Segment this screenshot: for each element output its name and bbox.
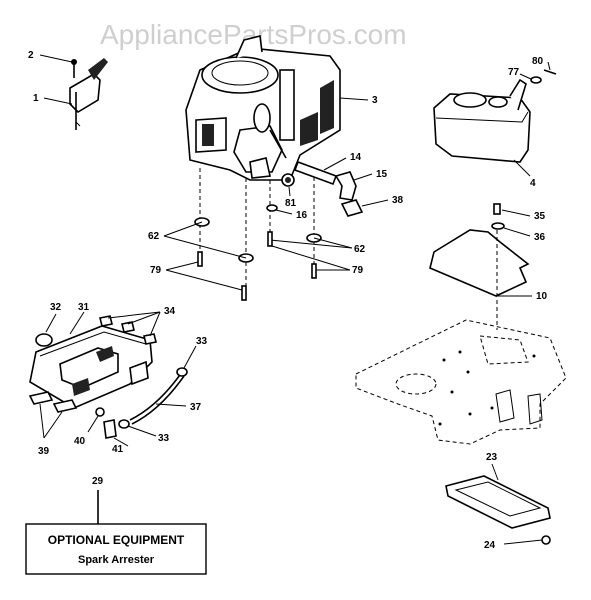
svg-text:79: 79 xyxy=(150,265,162,276)
screw-24: 24 xyxy=(484,535,551,551)
svg-text:79: 79 xyxy=(352,265,364,276)
fitting-40: 40 xyxy=(74,407,105,447)
cover-plate-23: 23 xyxy=(445,452,551,529)
callout-2: 2 xyxy=(28,50,73,63)
engine-assembly xyxy=(185,35,341,181)
callout-32: 32 xyxy=(45,302,62,333)
heat-shield-10: 10 xyxy=(429,229,548,302)
svg-text:14: 14 xyxy=(350,152,362,163)
clamp-38: 38 xyxy=(340,195,404,217)
callout-29: 29 xyxy=(92,476,104,524)
optional-equipment-box: OPTIONAL EQUIPMENT Spark Arrester xyxy=(25,523,207,575)
svg-text:33: 33 xyxy=(196,336,208,347)
svg-text:24: 24 xyxy=(484,540,496,551)
optional-equipment-subtitle: Spark Arrester xyxy=(78,554,155,566)
svg-text:41: 41 xyxy=(112,444,124,455)
svg-text:39: 39 xyxy=(38,446,50,457)
svg-text:15: 15 xyxy=(376,169,388,180)
throttle-control-assembly xyxy=(69,58,108,130)
svg-text:32: 32 xyxy=(50,302,62,313)
svg-text:37: 37 xyxy=(190,402,202,413)
muffler-4: 4 xyxy=(433,78,536,189)
svg-text:38: 38 xyxy=(392,195,404,206)
svg-text:10: 10 xyxy=(536,291,548,302)
elbow-15: 15 xyxy=(334,169,388,201)
chassis-plate xyxy=(355,319,567,445)
pads-39: 39 xyxy=(28,391,78,457)
bolts-79: 79 79 xyxy=(150,231,364,301)
svg-text:80: 80 xyxy=(532,56,544,67)
svg-text:36: 36 xyxy=(534,232,546,243)
fitting-41: 41 xyxy=(103,419,129,455)
washers-62: 62 62 xyxy=(148,217,366,263)
svg-text:31: 31 xyxy=(78,302,90,313)
clamp-33-lower: 33 xyxy=(118,419,170,444)
screw-35: 35 xyxy=(493,203,546,222)
svg-text:29: 29 xyxy=(92,476,104,487)
nut-81: 81 xyxy=(281,173,297,209)
svg-text:4: 4 xyxy=(530,178,536,189)
svg-text:3: 3 xyxy=(372,95,378,106)
screw-80: 80 xyxy=(532,56,557,75)
exhaust-pipe-14: 14 xyxy=(293,152,362,186)
svg-text:2: 2 xyxy=(28,50,34,61)
svg-text:40: 40 xyxy=(74,436,86,447)
svg-text:62: 62 xyxy=(148,231,160,242)
callout-3: 3 xyxy=(339,95,378,106)
washer-16: 16 xyxy=(266,204,308,221)
washer-77: 77 xyxy=(508,67,542,84)
svg-text:16: 16 xyxy=(296,210,308,221)
svg-text:62: 62 xyxy=(354,244,366,255)
pads-34: 34 xyxy=(99,306,176,345)
svg-text:23: 23 xyxy=(486,452,498,463)
optional-equipment-title: OPTIONAL EQUIPMENT xyxy=(48,533,185,547)
callout-31: 31 xyxy=(69,302,90,335)
svg-text:33: 33 xyxy=(158,433,170,444)
hose-37: 37 xyxy=(129,371,202,425)
svg-text:77: 77 xyxy=(508,67,520,78)
svg-text:35: 35 xyxy=(534,211,546,222)
callout-1: 1 xyxy=(33,93,73,105)
svg-text:81: 81 xyxy=(285,198,297,209)
svg-text:34: 34 xyxy=(164,306,176,317)
spark-arrester-assembly xyxy=(29,325,153,409)
washer-36: 36 xyxy=(491,222,546,243)
svg-text:1: 1 xyxy=(33,93,39,104)
clamp-33-upper: 33 xyxy=(176,336,208,377)
